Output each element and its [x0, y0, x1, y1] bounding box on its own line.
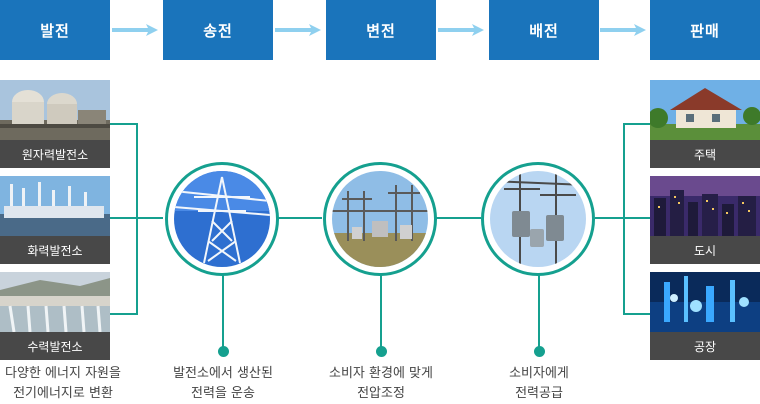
generation-description: 다양한 에너지 자원을 전기에너지로 변환 [0, 364, 126, 404]
stage-distribution: 배전 [489, 0, 599, 60]
description-line: 전력공급 [474, 384, 604, 404]
stage-generation: 발전 [0, 0, 110, 60]
connector-line [623, 313, 650, 315]
consumer-label: 공장 [650, 332, 760, 360]
connector-line [623, 123, 625, 315]
plant-label: 원자력발전소 [0, 140, 110, 168]
connector-line [274, 217, 322, 219]
factory-night-photo [650, 272, 760, 332]
city-night-photo [650, 176, 760, 236]
connector-line [222, 273, 224, 351]
stage-label: 배전 [529, 20, 559, 41]
house-photo [650, 80, 760, 140]
connector-line [110, 123, 137, 125]
stage-transmission: 송전 [163, 0, 273, 60]
distribution-circle [481, 162, 595, 276]
arrow-right-icon [112, 22, 160, 38]
stage-label: 판매 [690, 20, 720, 41]
thermal-plant-card: 화력발전소 [0, 176, 110, 264]
thermal-plant-photo [0, 176, 110, 236]
description-line: 전압조정 [316, 384, 446, 404]
connector-line [380, 273, 382, 351]
arrow-right-icon [600, 22, 648, 38]
stage-sales: 판매 [650, 0, 760, 60]
transmission-tower-photo [174, 171, 270, 267]
substation-description: 소비자 환경에 맞게 전압조정 [316, 364, 446, 404]
arrow-right-icon [438, 22, 486, 38]
hydro-dam-photo [0, 272, 110, 332]
connector-line [110, 313, 137, 315]
substation-circle [323, 162, 437, 276]
transmission-circle [165, 162, 279, 276]
connector-line [538, 273, 540, 351]
plant-label: 화력발전소 [0, 236, 110, 264]
nuclear-plant-card: 원자력발전소 [0, 80, 110, 168]
connector-line [623, 123, 650, 125]
description-line: 다양한 에너지 자원을 [0, 364, 126, 384]
stage-label: 송전 [203, 20, 233, 41]
stage-label: 발전 [40, 20, 70, 41]
description-line: 전기에너지로 변환 [0, 384, 126, 404]
description-line: 발전소에서 생산된 [158, 364, 288, 384]
connector-dot [218, 346, 229, 357]
distribution-pole-photo [490, 171, 586, 267]
connector-line [436, 217, 481, 219]
distribution-description: 소비자에게 전력공급 [474, 364, 604, 404]
city-card: 도시 [650, 176, 760, 264]
stage-label: 변전 [366, 20, 396, 41]
hydro-dam-card: 수력발전소 [0, 272, 110, 360]
factory-card: 공장 [650, 272, 760, 360]
connector-dot [376, 346, 387, 357]
house-card: 주택 [650, 80, 760, 168]
connector-line [136, 123, 138, 315]
consumer-label: 주택 [650, 140, 760, 168]
description-line: 소비자 환경에 맞게 [316, 364, 446, 384]
stage-substation: 변전 [326, 0, 436, 60]
description-line: 소비자에게 [474, 364, 604, 384]
substation-photo [332, 171, 428, 267]
connector-dot [534, 346, 545, 357]
plant-label: 수력발전소 [0, 332, 110, 360]
transmission-description: 발전소에서 생산된 전력을 운송 [158, 364, 288, 404]
description-line: 전력을 운송 [158, 384, 288, 404]
arrow-right-icon [275, 22, 323, 38]
nuclear-plant-photo [0, 80, 110, 140]
consumer-label: 도시 [650, 236, 760, 264]
